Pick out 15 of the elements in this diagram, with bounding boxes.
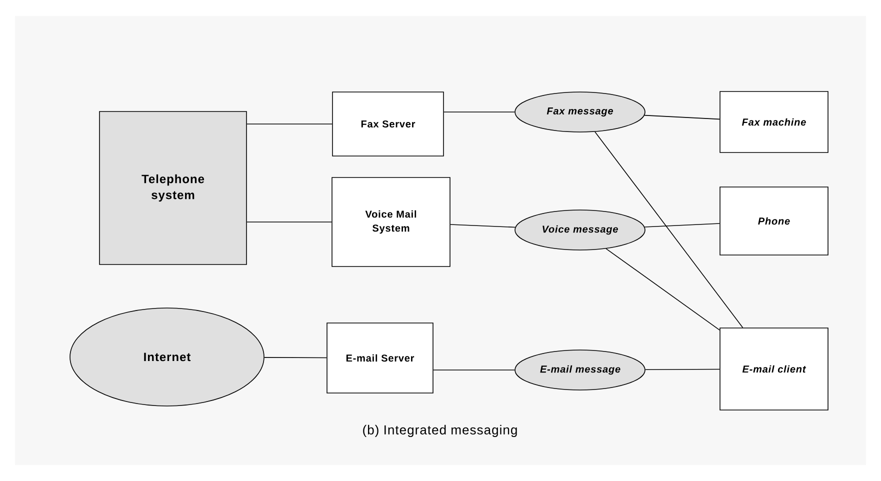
caption: (b) Integrated messaging — [363, 424, 517, 438]
server-box: E-mail Server — [326, 322, 434, 394]
device-box: E-mail client — [720, 328, 828, 410]
device-box: Phone — [720, 186, 828, 256]
connector-line — [450, 224, 516, 228]
server-box: Fax Server — [332, 92, 444, 156]
connector-line — [645, 368, 720, 370]
server-box: Voice Mail System — [332, 177, 450, 267]
connector-line — [264, 357, 327, 358]
system-box: Telephone system — [99, 111, 247, 265]
connector-line — [594, 131, 744, 328]
device-box: Fax machine — [720, 91, 828, 153]
connector-line — [644, 223, 720, 228]
connector-line — [606, 248, 720, 330]
connector-line — [644, 114, 720, 120]
